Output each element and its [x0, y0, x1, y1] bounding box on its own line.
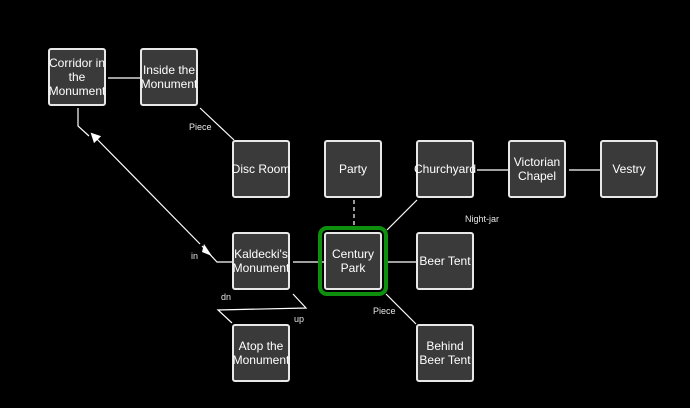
- room-label: Corridor in the Monument: [48, 56, 106, 98]
- room-label: Beer Tent: [419, 254, 471, 268]
- room-label: Behind Beer Tent: [419, 339, 471, 367]
- room-label: Vestry: [612, 162, 646, 176]
- room-label: Disc Room: [231, 162, 291, 176]
- room-label: Victorian Chapel: [513, 155, 561, 183]
- connection-label-in: in: [191, 251, 199, 261]
- room-kaldeckis-monument[interactable]: Kaldecki's Monument: [232, 232, 290, 290]
- connection-label-dn: dn: [221, 292, 232, 302]
- room-corridor-in-the-monument[interactable]: Corridor in the Monument: [48, 48, 106, 106]
- room-beer-tent[interactable]: Beer Tent: [416, 232, 474, 290]
- room-century-park-current[interactable]: Century Park: [318, 226, 388, 296]
- room-label: Churchyard: [413, 162, 477, 176]
- room-atop-the-monument[interactable]: Atop the Monument: [232, 324, 290, 382]
- connection-label-night-jar: Night-jar: [465, 214, 500, 224]
- room-label: Inside the Monument: [140, 63, 198, 91]
- connection-label-piece: Piece: [373, 306, 396, 316]
- link-inside-disc: [199, 107, 235, 141]
- arrowhead-in: [202, 244, 212, 256]
- link-corridor-down: [77, 108, 90, 137]
- link-park-behindtent: [385, 293, 417, 325]
- room-victorian-chapel[interactable]: Victorian Chapel: [508, 140, 566, 198]
- room-churchyard[interactable]: Churchyard: [413, 140, 477, 198]
- room-vestry[interactable]: Vestry: [600, 140, 658, 198]
- room-label: Century Park: [331, 247, 375, 275]
- connection-label-piece: Piece: [189, 122, 212, 132]
- connection-label-up: up: [294, 314, 305, 324]
- room-disc-room[interactable]: Disc Room: [232, 140, 290, 198]
- room-behind-beer-tent[interactable]: Behind Beer Tent: [416, 324, 474, 382]
- room-label: Party: [338, 162, 367, 176]
- room-party[interactable]: Party: [324, 140, 382, 198]
- room-label: Kaldecki's Monument: [232, 247, 290, 275]
- room-label: Atop the Monument: [232, 339, 290, 367]
- link-in-long-arrow: [90, 132, 201, 245]
- room-inside-the-monument[interactable]: Inside the Monument: [140, 48, 198, 106]
- link-churchyard-park: [386, 199, 418, 231]
- link-kaldecki-atop: [216, 293, 308, 324]
